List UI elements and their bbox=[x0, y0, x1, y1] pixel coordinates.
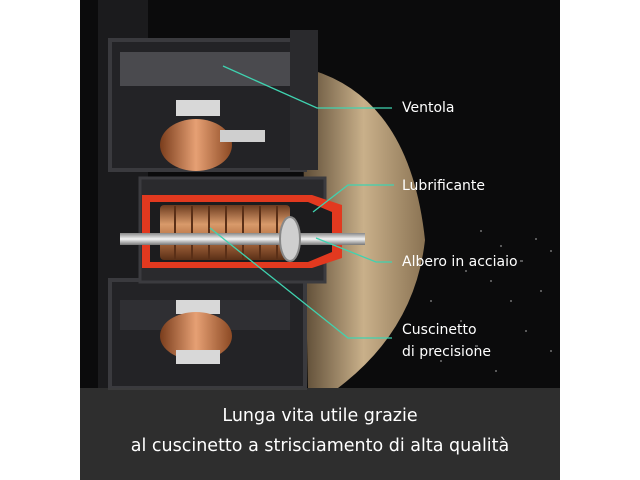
background-particles bbox=[430, 230, 552, 372]
caption-banner: Lunga vita utile grazie al cuscinetto a … bbox=[80, 388, 560, 480]
fan-blade bbox=[302, 70, 425, 388]
leader-line-bearing bbox=[209, 227, 392, 339]
label-fan: Ventola bbox=[402, 100, 455, 116]
label-bearing-line1: Cuscinetto bbox=[402, 322, 477, 338]
fan-motor-cutaway-diagram: Ventola Lubrificante Albero in acciaio C… bbox=[80, 0, 560, 480]
motor-illustration bbox=[98, 0, 552, 390]
leader-line-lubricant bbox=[312, 184, 394, 213]
leader-line-shaft bbox=[315, 237, 392, 263]
leader-lines bbox=[209, 65, 394, 339]
label-bearing-line2: di precisione bbox=[402, 344, 491, 360]
label-shaft: Albero in acciaio bbox=[402, 254, 518, 270]
label-lubricant: Lubrificante bbox=[402, 178, 486, 194]
rotor-slots bbox=[174, 206, 278, 259]
stator-coils bbox=[160, 100, 265, 364]
caption-line-1: Lunga vita utile grazie bbox=[222, 406, 418, 426]
steel-shaft bbox=[120, 233, 365, 245]
shaft-washer bbox=[279, 216, 301, 262]
caption-line-2: al cuscinetto a strisciamento di alta qu… bbox=[130, 436, 510, 456]
leader-line-fan bbox=[222, 65, 392, 109]
